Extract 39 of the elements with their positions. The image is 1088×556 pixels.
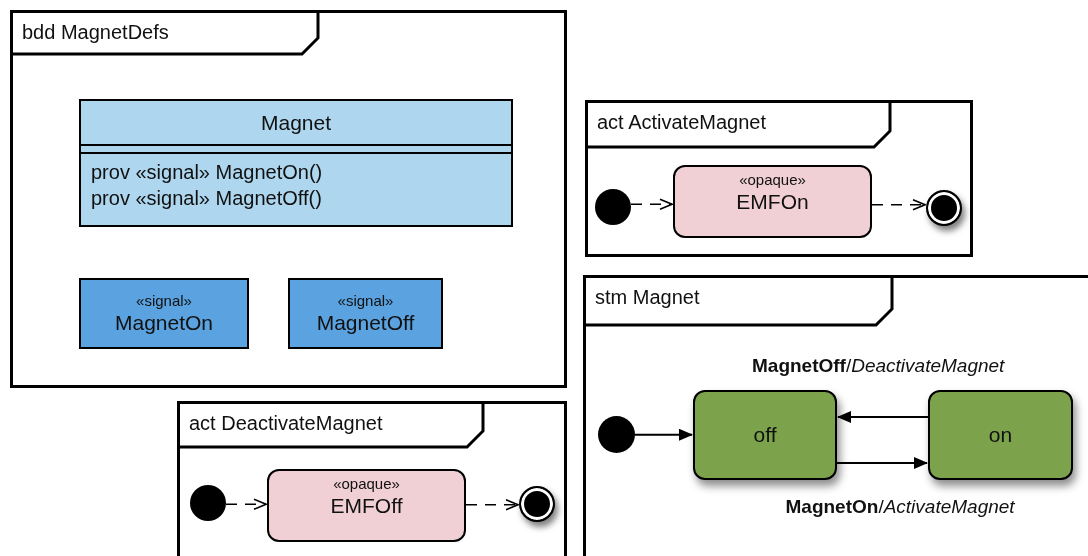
initial-node (190, 485, 226, 521)
diagram-frame (585, 100, 973, 257)
signal-block (79, 278, 249, 349)
operation-text: prov «signal» MagnetOff() (91, 187, 322, 210)
state-box (693, 390, 837, 480)
stereotype-label: «opaque» (333, 475, 400, 493)
stereotype-label: «signal» (337, 291, 394, 310)
arrow (225, 498, 267, 511)
action-box (673, 165, 872, 238)
signal-block (288, 278, 443, 349)
class-box (79, 99, 513, 227)
arrow (634, 428, 693, 441)
arrow (837, 411, 929, 423)
stereotype-label: «signal» (136, 291, 192, 310)
diagram-frame (177, 401, 567, 556)
class-name: Magnet (260, 109, 331, 136)
initial-node (598, 416, 635, 453)
signal-name: MagnetOn (114, 309, 214, 336)
final-node (926, 190, 962, 226)
action-name: EMFOff (330, 493, 403, 519)
state-box (928, 390, 1073, 480)
stereotype-label: «opaque» (739, 171, 806, 189)
arrow (836, 457, 928, 469)
state-name: off (753, 422, 777, 448)
frame-title: act ActivateMagnet (597, 111, 766, 134)
arrow (465, 498, 519, 511)
frame-title: act DeactivateMagnet (189, 412, 383, 435)
operation-text: prov «signal» MagnetOn() (91, 161, 323, 184)
final-node (519, 486, 555, 522)
action-box (267, 469, 466, 542)
signal-name: MagnetOff (316, 309, 415, 336)
arrow (630, 198, 673, 211)
diagram-frame (10, 10, 567, 388)
action-name: EMFOn (736, 189, 809, 215)
initial-node (595, 189, 631, 225)
frame-title: stm Magnet (595, 286, 700, 309)
arrow (871, 198, 926, 211)
state-name: on (988, 422, 1013, 448)
frame-title: bdd MagnetDefs (22, 21, 169, 44)
